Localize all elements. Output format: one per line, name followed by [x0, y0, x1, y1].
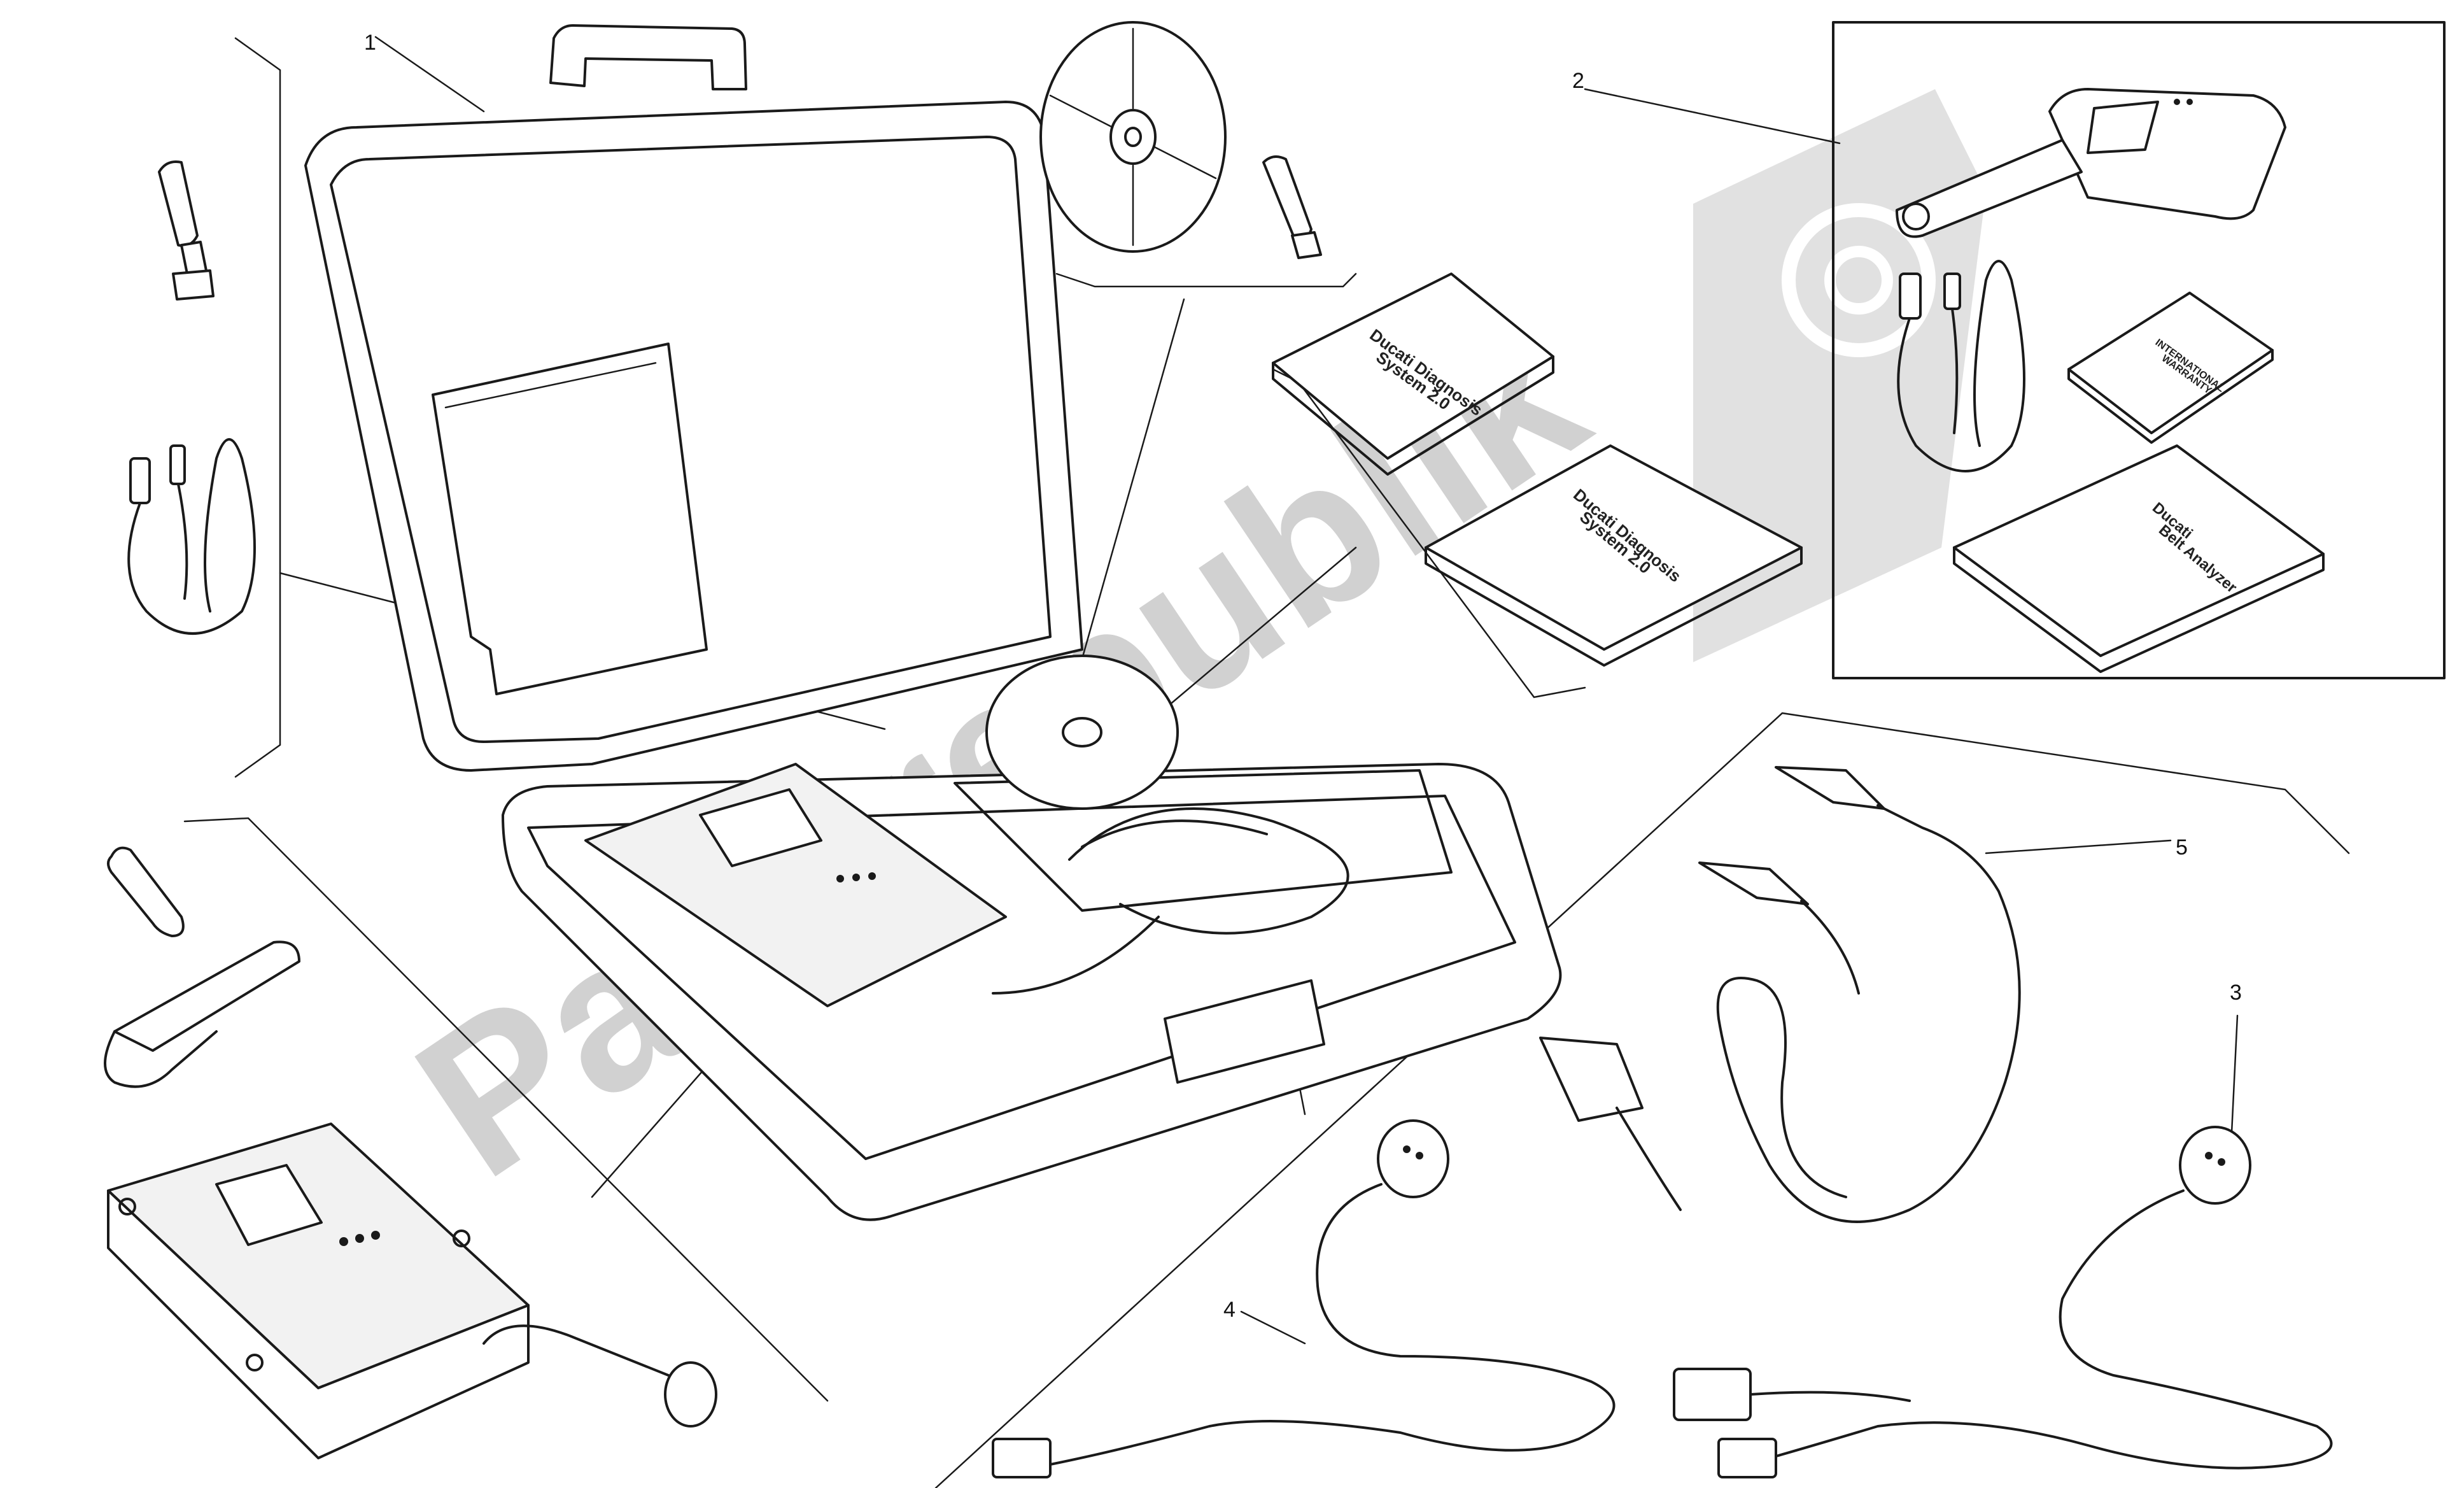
belt-analyzer-box: INTERNATIONAL WARRANTY Ducati Belt Analy…: [1832, 21, 2446, 679]
callout-3: 3: [2230, 981, 2242, 1005]
cables-in-case: [992, 807, 1349, 995]
callout-5: 5: [2176, 835, 2188, 860]
shoulder-strap: [104, 940, 300, 1088]
cd-in-case: [985, 655, 1179, 810]
usb-stick: [1262, 155, 1322, 259]
callout-1: 1: [364, 31, 376, 55]
manual-diagnosis-b: Ducati Diagnosis System 2.0: [1425, 444, 1803, 667]
cd-disc: [1039, 21, 1227, 253]
usb-dongle: [158, 160, 215, 301]
manual-diagnosis-a: Ducati Diagnosis System 2.0: [1272, 273, 1554, 476]
diagnosis-unit-in-case: [584, 763, 1007, 1007]
battery-clamp-cable: [1539, 766, 2021, 1223]
diagnosis-unit: [107, 1123, 717, 1459]
diagnosis-cable-3: [1673, 1126, 2333, 1478]
callout-4: 4: [1223, 1298, 1236, 1322]
carabiner: [107, 846, 185, 937]
callout-2: 2: [1572, 69, 1584, 93]
usb-cable: [127, 438, 256, 635]
callouts: 1 2 3 4 5: [364, 31, 2242, 1322]
diagnosis-cable-4: [992, 1119, 1616, 1478]
